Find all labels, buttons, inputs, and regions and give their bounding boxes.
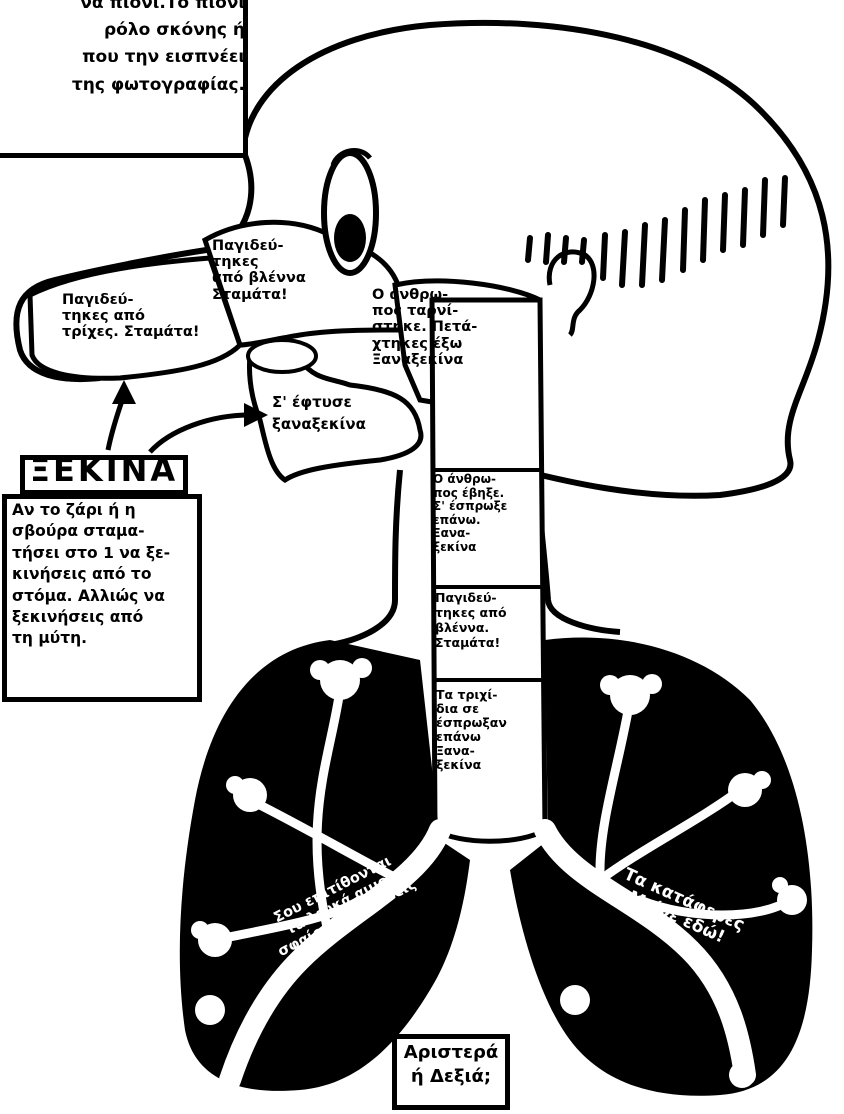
trachea-zone-2-label: Παγιδεύ- τηκες από βλέννα. Σταμάτα! — [435, 590, 547, 650]
trachea-zone-3-label: Τα τριχί- δια σε έσπρωξαν επάνω Ξανα- ξε… — [436, 688, 548, 772]
trachea-zone-1-label: Ο άνθρω- πος έβηξε. Σ' έσπρωξε επάνω. Ξα… — [433, 473, 545, 554]
sneeze-label: Ο άνθρω- πος ταρνί- στηκε. Πετά- χτηκες … — [372, 287, 542, 368]
choose-side-label: Αριστερά ή Δεξιά; — [392, 1041, 510, 1090]
start-instructions: Αν το ζάρι ή η σβούρα σταμα- τήσει στο 1… — [12, 500, 202, 650]
ear-icon — [549, 252, 594, 335]
right-lung-shape — [510, 638, 812, 1096]
intro-text: να πιονι.Το πιονι ρόλο σκόνης ή που την … — [20, 0, 245, 99]
hair-icon — [528, 178, 785, 285]
neck-outline — [330, 470, 400, 645]
start-label: ΞΕΚΙΝΑ — [20, 453, 188, 489]
cough-label: Σ' έφτυσε ξαναξεκίνα — [272, 392, 427, 436]
